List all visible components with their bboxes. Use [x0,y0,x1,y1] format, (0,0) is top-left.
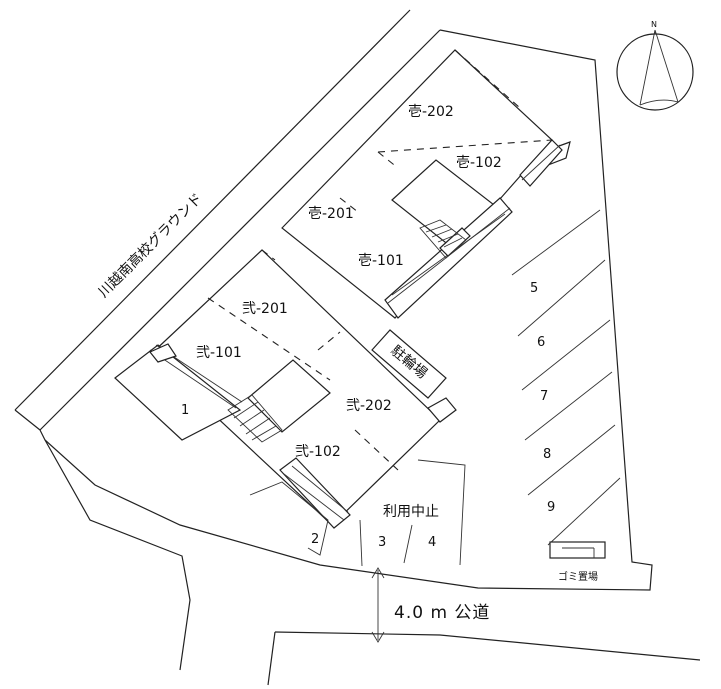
parking-number-9: 9 [547,500,555,515]
ground-boundary [14,9,441,431]
ground-label: 川越南高校グラウンド [95,190,206,301]
unit-ni-101: 弐-101 [196,345,242,361]
parking-number-1: 1 [181,403,189,418]
road [267,567,701,686]
parking-stalls-bottom [359,459,466,567]
parking-number-4: 4 [428,535,436,550]
parking-number-2: 2 [311,532,319,547]
parking-number-7: 7 [540,389,548,404]
parking-stalls-right [511,209,621,546]
parking-number-6: 6 [537,335,545,350]
building-ichi [281,49,571,319]
bicycle-parking [371,329,447,399]
unit-ni-202: 弐-202 [346,398,392,414]
parking-number-5: 5 [530,281,538,296]
garbage-area [549,541,606,559]
unit-ichi-201: 壱-201 [308,205,354,222]
parking-number-8: 8 [543,447,551,462]
unit-ichi-202: 壱-202 [408,103,454,120]
road-label: 4.0 m 公道 [394,603,490,623]
parking-suspended-label: 利用中止 [383,504,439,520]
parking-number-3: 3 [378,535,386,550]
unit-ichi-102: 壱-102 [456,154,502,171]
garbage-area-label: ゴミ置場 [558,570,598,583]
unit-ni-102: 弐-102 [295,444,341,460]
parking-2-box [249,481,329,556]
compass [616,29,694,111]
unit-ni-201: 弐-201 [242,301,288,317]
ni-staircase [227,394,283,443]
compass-north-label: N [651,20,657,29]
site-outline [39,29,653,671]
ichi-staircase [419,219,467,259]
building-ni [114,249,457,529]
unit-ichi-101: 壱-101 [358,252,404,269]
